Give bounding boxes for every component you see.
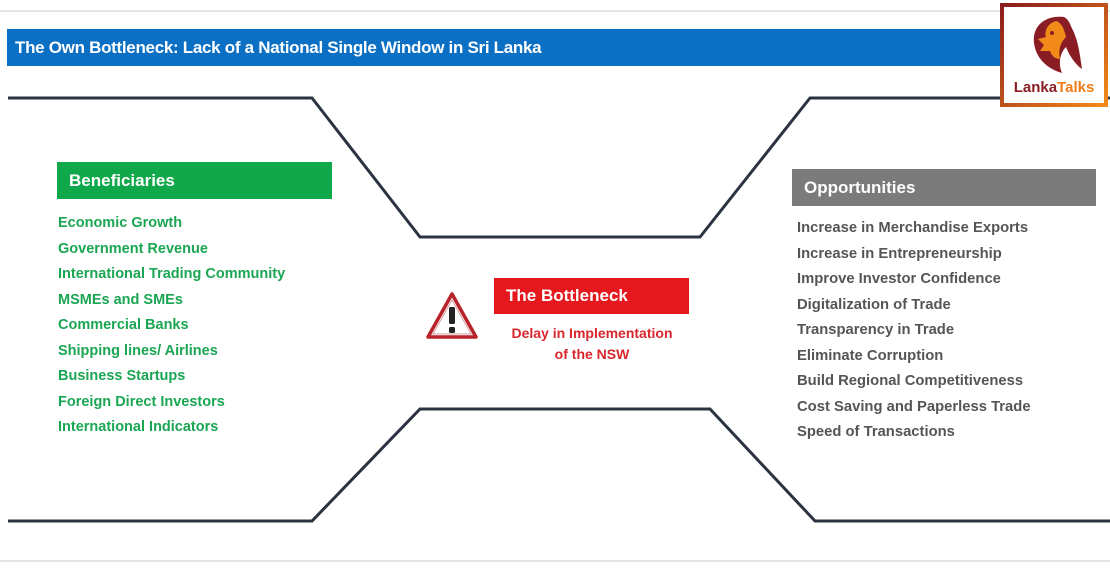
- bottleneck-top-line: [8, 96, 1110, 239]
- bottleneck-header: The Bottleneck: [494, 278, 689, 314]
- top-divider: [0, 10, 1110, 12]
- opportunities-list: Increase in Merchandise Exports Increase…: [797, 216, 1031, 446]
- list-item: Commercial Banks: [58, 317, 189, 333]
- list-item: Economic Growth: [58, 215, 183, 231]
- lankatalks-logo[interactable]: LankaTalks: [1000, 3, 1108, 107]
- beneficiaries-list: Economic Growth Government Revenue Inter…: [58, 211, 285, 441]
- list-item: MSMEs and SMEs: [58, 291, 183, 308]
- list-item: Speed of Transactions: [797, 424, 955, 440]
- list-item: Eliminate Corruption: [797, 347, 944, 364]
- list-item: Improve Investor Confidence: [797, 271, 1001, 287]
- beneficiaries-header: Beneficiaries: [57, 162, 332, 199]
- bottleneck-description: Delay in Implementation of the NSW: [511, 325, 673, 362]
- logo-wordmark: LankaTalks: [1013, 79, 1095, 96]
- list-item: International Trading Community: [58, 266, 286, 282]
- list-item: Business Startups: [58, 368, 186, 384]
- list-item: Digitalization of Trade: [797, 296, 951, 313]
- list-item: Build Regional Competitiveness: [797, 373, 1024, 389]
- list-item: Government Revenue: [58, 240, 208, 257]
- list-item: Increase in Merchandise Exports: [797, 220, 1029, 236]
- bottom-divider: [0, 560, 1110, 562]
- list-item: Cost Saving and Paperless Trade: [797, 398, 1031, 415]
- warning-icon: [426, 292, 478, 339]
- opportunities-header: Opportunities: [792, 169, 1096, 206]
- lion-head-icon: [1033, 16, 1082, 74]
- page-title: The Own Bottleneck: Lack of a National S…: [7, 29, 1107, 66]
- list-item: International Indicators: [58, 419, 219, 435]
- list-item: Increase in Entrepreneurship: [797, 245, 1002, 262]
- list-item: Foreign Direct Investors: [58, 393, 225, 410]
- list-item: Transparency in Trade: [797, 322, 955, 338]
- list-item: Shipping lines/ Airlines: [58, 342, 218, 359]
- bottleneck-bottom-line: [8, 407, 1110, 523]
